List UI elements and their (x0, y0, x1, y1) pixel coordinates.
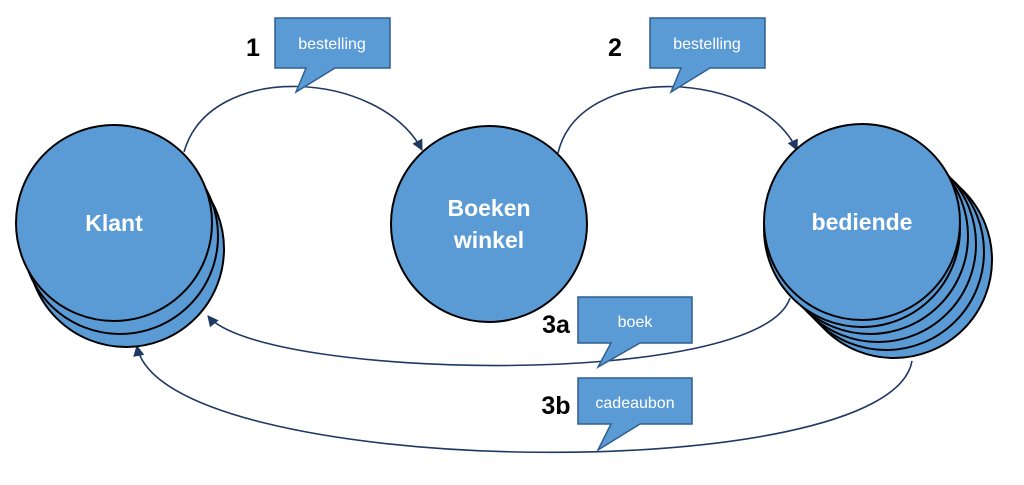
boekenwinkel-label-line1: Boeken (447, 195, 530, 221)
boekenwinkel-circle (390, 125, 588, 323)
step-2-callout: bestelling (649, 17, 766, 94)
node-boekenwinkel: Boeken winkel (390, 125, 588, 323)
step-3a-message: boek (618, 314, 654, 331)
step-1-callout: bestelling (274, 17, 391, 94)
callout-shape (274, 17, 391, 94)
klant-circle (15, 124, 213, 322)
node-klant: Klant (15, 124, 225, 348)
step-3b-number: 3b (541, 392, 570, 420)
step-3a-callout: boek (577, 296, 693, 369)
callout-shape (577, 296, 693, 369)
callout-shape (577, 377, 693, 453)
callout-shape (649, 17, 766, 94)
step-1-message: bestelling (298, 36, 366, 53)
node-bediende: bediende (763, 123, 993, 359)
step-3b-message: cadeaubon (595, 395, 674, 412)
bediende-circle (763, 123, 961, 321)
arrow-bediende-to-klant-cadeaubon (133, 344, 913, 454)
step-3a-number: 3a (542, 311, 571, 339)
step-2-number: 2 (608, 34, 622, 62)
step-2-message: bestelling (673, 36, 741, 53)
bediende-label: bediende (812, 209, 913, 235)
boekenwinkel-label-line2: winkel (453, 227, 524, 253)
step-1-number: 1 (246, 34, 260, 62)
klant-label: Klant (85, 210, 143, 236)
arrow-klant-to-boekenwinkel (183, 85, 423, 153)
arrow-bediende-to-klant-boek (207, 297, 791, 367)
arrow-boekenwinkel-to-bediende (557, 85, 798, 154)
step-3b-callout: cadeaubon (577, 377, 693, 453)
